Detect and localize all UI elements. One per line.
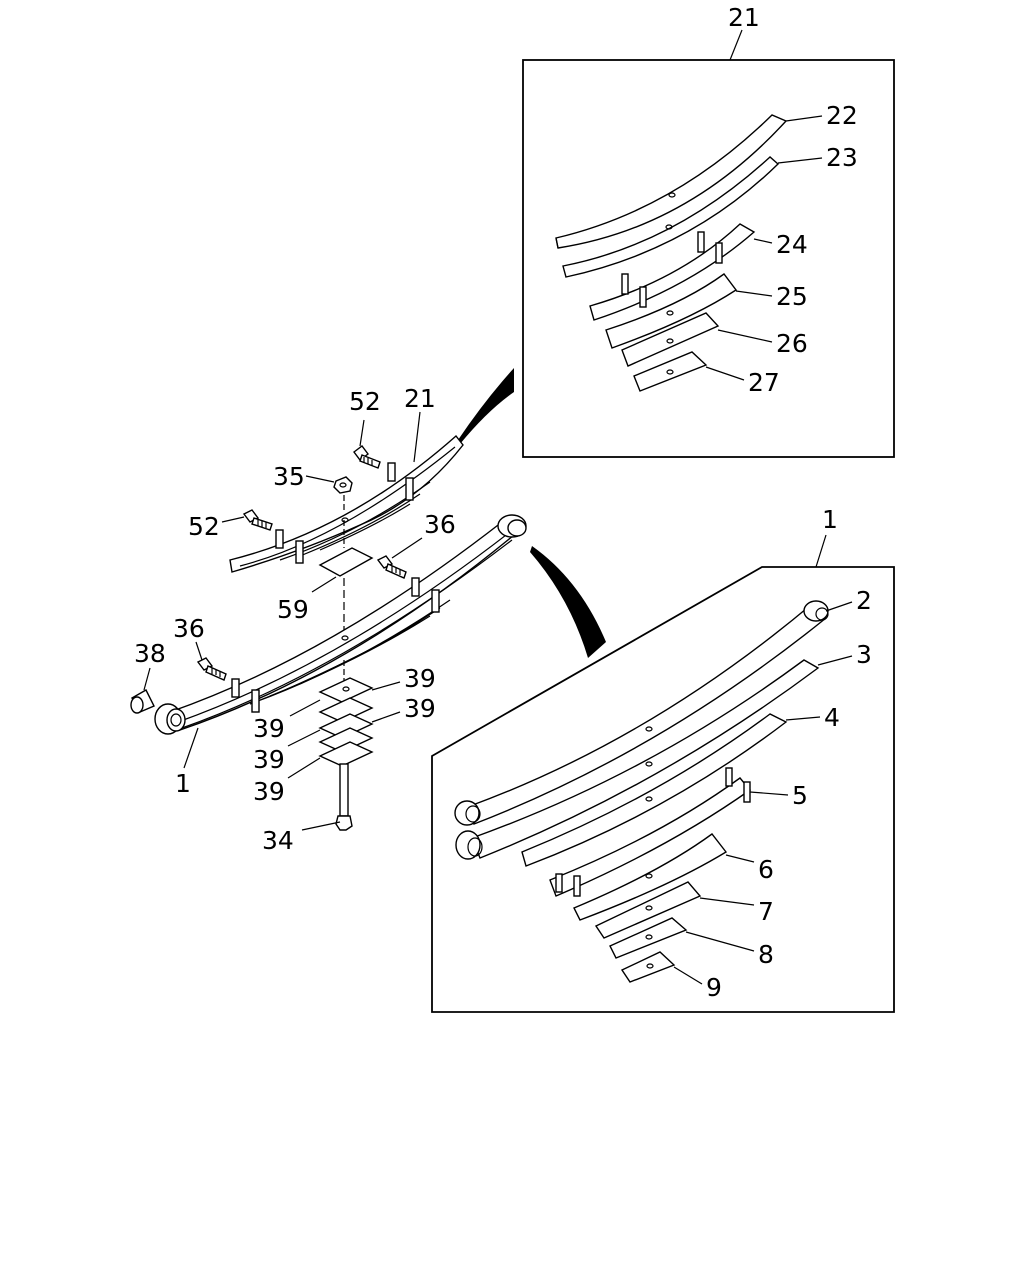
leaf-4: 4 (521, 703, 840, 867)
label-39-e: 39 (253, 777, 285, 806)
label-21-top: 21 (728, 3, 760, 32)
leaf-5: 5 (549, 767, 808, 897)
label-2: 2 (856, 586, 872, 615)
label-36-left: 36 (173, 614, 205, 643)
label-36-right: 36 (424, 510, 456, 539)
label-5: 5 (792, 781, 808, 810)
label-52-top: 52 (349, 387, 381, 416)
bolt-36-right: 36 (376, 510, 456, 579)
leaf-2: 2 (454, 586, 872, 826)
label-1-box: 1 (822, 505, 838, 534)
shim-stack-39: 39 39 39 39 39 (253, 660, 436, 806)
label-52-left: 52 (188, 512, 220, 541)
main-spring-1: 1 (154, 514, 527, 798)
shim-1 (318, 677, 374, 703)
label-39-d: 39 (253, 745, 285, 774)
label-34: 34 (262, 826, 294, 855)
bushing-38: 38 (130, 639, 166, 714)
leaf-25: 25 (605, 273, 808, 349)
shim-5 (318, 741, 374, 767)
pointer-to-box-21 (458, 368, 514, 444)
label-25: 25 (776, 282, 808, 311)
pad-59: 59 (277, 520, 374, 640)
leaf-8: 8 (609, 917, 774, 969)
label-38: 38 (134, 639, 166, 668)
label-4: 4 (824, 703, 840, 732)
detail-frame-21 (522, 59, 895, 458)
leaf-9: 9 (620, 951, 722, 1002)
main-assembly: 21 52 35 52 (130, 384, 527, 855)
helper-spring-21: 21 (229, 384, 464, 573)
label-1: 1 (175, 769, 191, 798)
leaf-22: 22 (555, 101, 858, 249)
detail-box-21: 21 22 23 24 (522, 3, 895, 458)
leaf-26: 26 (621, 312, 808, 367)
leaf-3: 3 (455, 640, 872, 860)
label-22: 22 (826, 101, 858, 130)
label-8: 8 (758, 940, 774, 969)
pointer-to-box-1 (530, 546, 606, 658)
bolt-36-left: 36 (173, 614, 227, 681)
bolt-52-lower: 52 (188, 509, 273, 541)
leaf-27: 27 (633, 351, 780, 397)
label-21: 21 (404, 384, 436, 413)
leaf-6: 6 (573, 833, 774, 921)
detail-frame-1 (431, 566, 895, 1013)
label-7: 7 (758, 897, 774, 926)
label-27: 27 (748, 368, 780, 397)
detail-box-1: 1 2 3 4 (431, 505, 895, 1013)
leaf-24: 24 (589, 223, 808, 321)
label-39-b: 39 (253, 714, 285, 743)
leaf-7: 7 (594, 881, 774, 939)
label-3: 3 (856, 640, 872, 669)
bolt-52-upper: 52 (349, 387, 381, 469)
label-39-a: 39 (404, 664, 436, 693)
nut-35: 35 (273, 462, 353, 512)
label-35: 35 (273, 462, 305, 491)
leader-21-top (729, 29, 743, 61)
shim-2 (318, 697, 374, 723)
label-39-c: 39 (404, 694, 436, 723)
label-59: 59 (277, 595, 309, 624)
label-24: 24 (776, 230, 808, 259)
label-23: 23 (826, 143, 858, 172)
label-6: 6 (758, 855, 774, 884)
label-26: 26 (776, 329, 808, 358)
leaf-23: 23 (562, 143, 858, 278)
center-bolt-34: 34 (262, 763, 353, 855)
label-9: 9 (706, 973, 722, 1002)
